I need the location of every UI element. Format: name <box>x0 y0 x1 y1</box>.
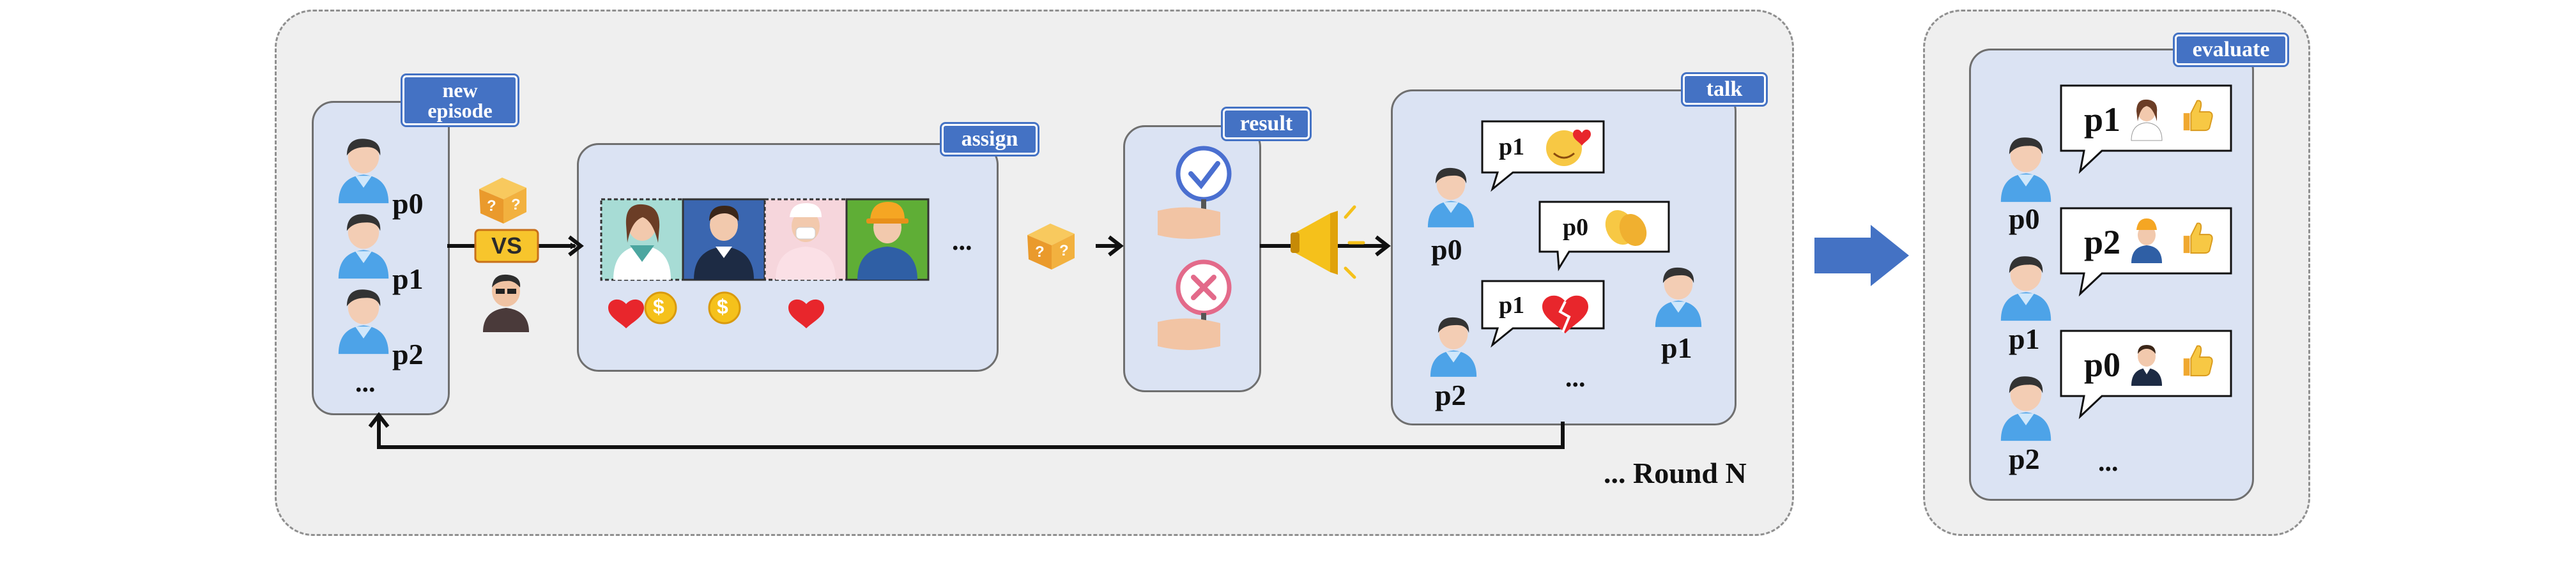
person-icon <box>1427 167 1475 227</box>
person-icon <box>2000 137 2051 202</box>
svg-text:?: ? <box>1035 243 1045 261</box>
doctor-icon <box>2131 99 2163 141</box>
person-icon <box>1430 317 1477 377</box>
player-label-p2: p2 <box>392 338 424 370</box>
vs-badge <box>474 229 539 263</box>
villain-icon <box>483 274 529 332</box>
arrow-head-loop <box>368 412 390 428</box>
arrow-head-result <box>1108 235 1124 257</box>
broken-heart-icon <box>1542 295 1588 333</box>
svg-text:?: ? <box>511 196 521 213</box>
player-label-p0: p0 <box>1431 233 1462 266</box>
mystery-box-icon: ? ? <box>1027 224 1075 270</box>
mystery-box-icon: ? ? <box>479 178 526 224</box>
talk-tag: talk <box>1683 74 1766 105</box>
coin-icon <box>708 291 741 324</box>
player-label-p0: p0 <box>392 187 424 220</box>
eval-bubble-player: p1 <box>2084 100 2121 139</box>
eval-player-p2: p2 <box>2009 443 2040 475</box>
bubble-speaker: p1 <box>1499 134 1525 160</box>
role-card-businessman <box>682 198 766 281</box>
ellipsis: ... <box>355 369 376 398</box>
worker-icon <box>2131 218 2162 263</box>
svg-text:?: ? <box>487 197 496 215</box>
player-label-p1: p1 <box>1661 332 1692 364</box>
coin-icon <box>644 291 677 324</box>
arrow-head-talk <box>1375 235 1391 257</box>
coin-symbol: $ <box>653 295 664 318</box>
person-icon <box>2000 376 2051 441</box>
new-episode-tag: new episode <box>402 75 518 125</box>
person-icon <box>338 289 389 355</box>
cross-sign-icon <box>1158 259 1232 350</box>
arrow-loop-back <box>377 416 1565 449</box>
arrow-head-assign <box>568 235 584 257</box>
svg-text:?: ? <box>1059 242 1069 259</box>
person-icon <box>338 214 389 279</box>
role-card-doctor <box>600 198 684 281</box>
coin-symbol: $ <box>717 295 728 318</box>
clap-icon <box>1605 210 1647 247</box>
eval-bubble-player: p0 <box>2084 346 2121 384</box>
eval-bubble-player: p2 <box>2084 223 2121 261</box>
megaphone-icon <box>1291 205 1365 279</box>
role-card-nurse <box>763 198 848 281</box>
person-icon <box>2000 256 2051 321</box>
ellipsis: ... <box>2098 448 2119 477</box>
assign-tag: assign <box>942 124 1038 155</box>
role-card-worker <box>845 198 930 281</box>
result-tag: result <box>1223 109 1310 139</box>
bubble-speaker: p1 <box>1499 292 1525 319</box>
speech-bubble <box>1538 201 1670 271</box>
bubble-speaker: p0 <box>1563 214 1589 241</box>
evaluate-tag: evaluate <box>2175 34 2287 65</box>
person-icon <box>338 139 389 204</box>
round-label: ... Round N <box>1604 457 1747 489</box>
eval-player-p0: p0 <box>2009 202 2040 235</box>
person-icon <box>1655 267 1702 327</box>
player-label-p1: p1 <box>392 263 424 295</box>
ellipsis: ... <box>952 227 972 256</box>
big-arrow-to-evaluate <box>1814 225 1909 286</box>
check-sign-icon <box>1158 146 1232 239</box>
heart-icon <box>788 299 824 328</box>
ellipsis: ... <box>1565 363 1586 393</box>
businessman-icon <box>2131 345 2162 386</box>
player-label-p2: p2 <box>1435 379 1466 411</box>
eval-player-p1: p1 <box>2009 323 2040 355</box>
love-face-icon <box>1546 129 1591 166</box>
vs-label: VS <box>491 233 523 259</box>
heart-icon <box>608 299 644 328</box>
